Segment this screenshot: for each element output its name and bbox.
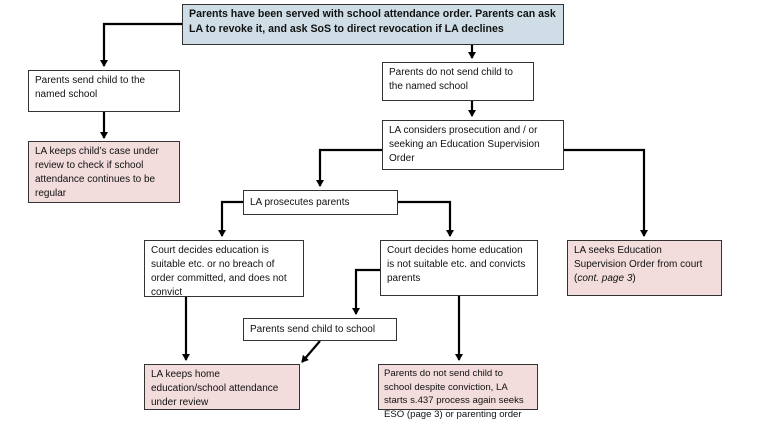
node-not-send-despite-text: Parents do not send child to school desp… xyxy=(384,368,524,420)
node-keeps-home-ed-text: LA keeps home education/school attendanc… xyxy=(151,369,279,408)
node-send-named: Parents send child to the named school xyxy=(28,70,180,112)
node-not-send-despite: Parents do not send child to school desp… xyxy=(378,364,538,420)
node-not-send-named-text: Parents do not send child to the named s… xyxy=(389,67,513,92)
node-court-not-suitable: Court decides home education is not suit… xyxy=(380,240,538,296)
node-prosecutes-text: LA prosecutes parents xyxy=(250,197,350,208)
node-send-school-text: Parents send child to school xyxy=(250,324,376,335)
node-not-send-named: Parents do not send child to the named s… xyxy=(382,62,534,101)
node-court-not-suitable-text: Court decides home education is not suit… xyxy=(387,245,526,284)
node-considers: LA considers prosecution and / or seekin… xyxy=(382,120,564,170)
node-prosecutes: LA prosecutes parents xyxy=(243,190,398,215)
node-seeks-eso: LA seeks Education Supervision Order fro… xyxy=(567,240,722,296)
arrow-considers-to-prosecutes xyxy=(316,148,382,187)
node-order: Parents have been served with school att… xyxy=(182,4,564,45)
arrow-considers-to-seeks-eso xyxy=(564,148,648,237)
node-keeps-home-ed: LA keeps home education/school attendanc… xyxy=(144,364,300,410)
arrow-order-to-send-named xyxy=(100,22,182,67)
node-order-text: Parents have been served with school att… xyxy=(189,8,556,35)
node-send-school: Parents send child to school xyxy=(243,318,397,341)
arrow-send-school-to-keeps-home-ed xyxy=(301,340,321,363)
node-keeps-review: LA keeps child’s case under review to ch… xyxy=(28,141,180,203)
node-keeps-review-text: LA keeps child’s case under review to ch… xyxy=(35,146,159,199)
arrow-prosecutes-to-court-not-suitable xyxy=(398,200,454,237)
node-seeks-eso-text: LA seeks Education Supervision Order fro… xyxy=(574,245,703,284)
node-considers-text: LA considers prosecution and / or seekin… xyxy=(389,125,540,164)
node-send-named-text: Parents send child to the named school xyxy=(35,75,146,100)
node-court-suitable: Court decides education is suitable etc.… xyxy=(144,240,304,298)
arrow-prosecutes-to-court-suitable xyxy=(218,200,243,237)
node-court-suitable-text: Court decides education is suitable etc.… xyxy=(151,245,287,298)
arrow-court-not-suitable-to-send-school xyxy=(352,268,380,315)
